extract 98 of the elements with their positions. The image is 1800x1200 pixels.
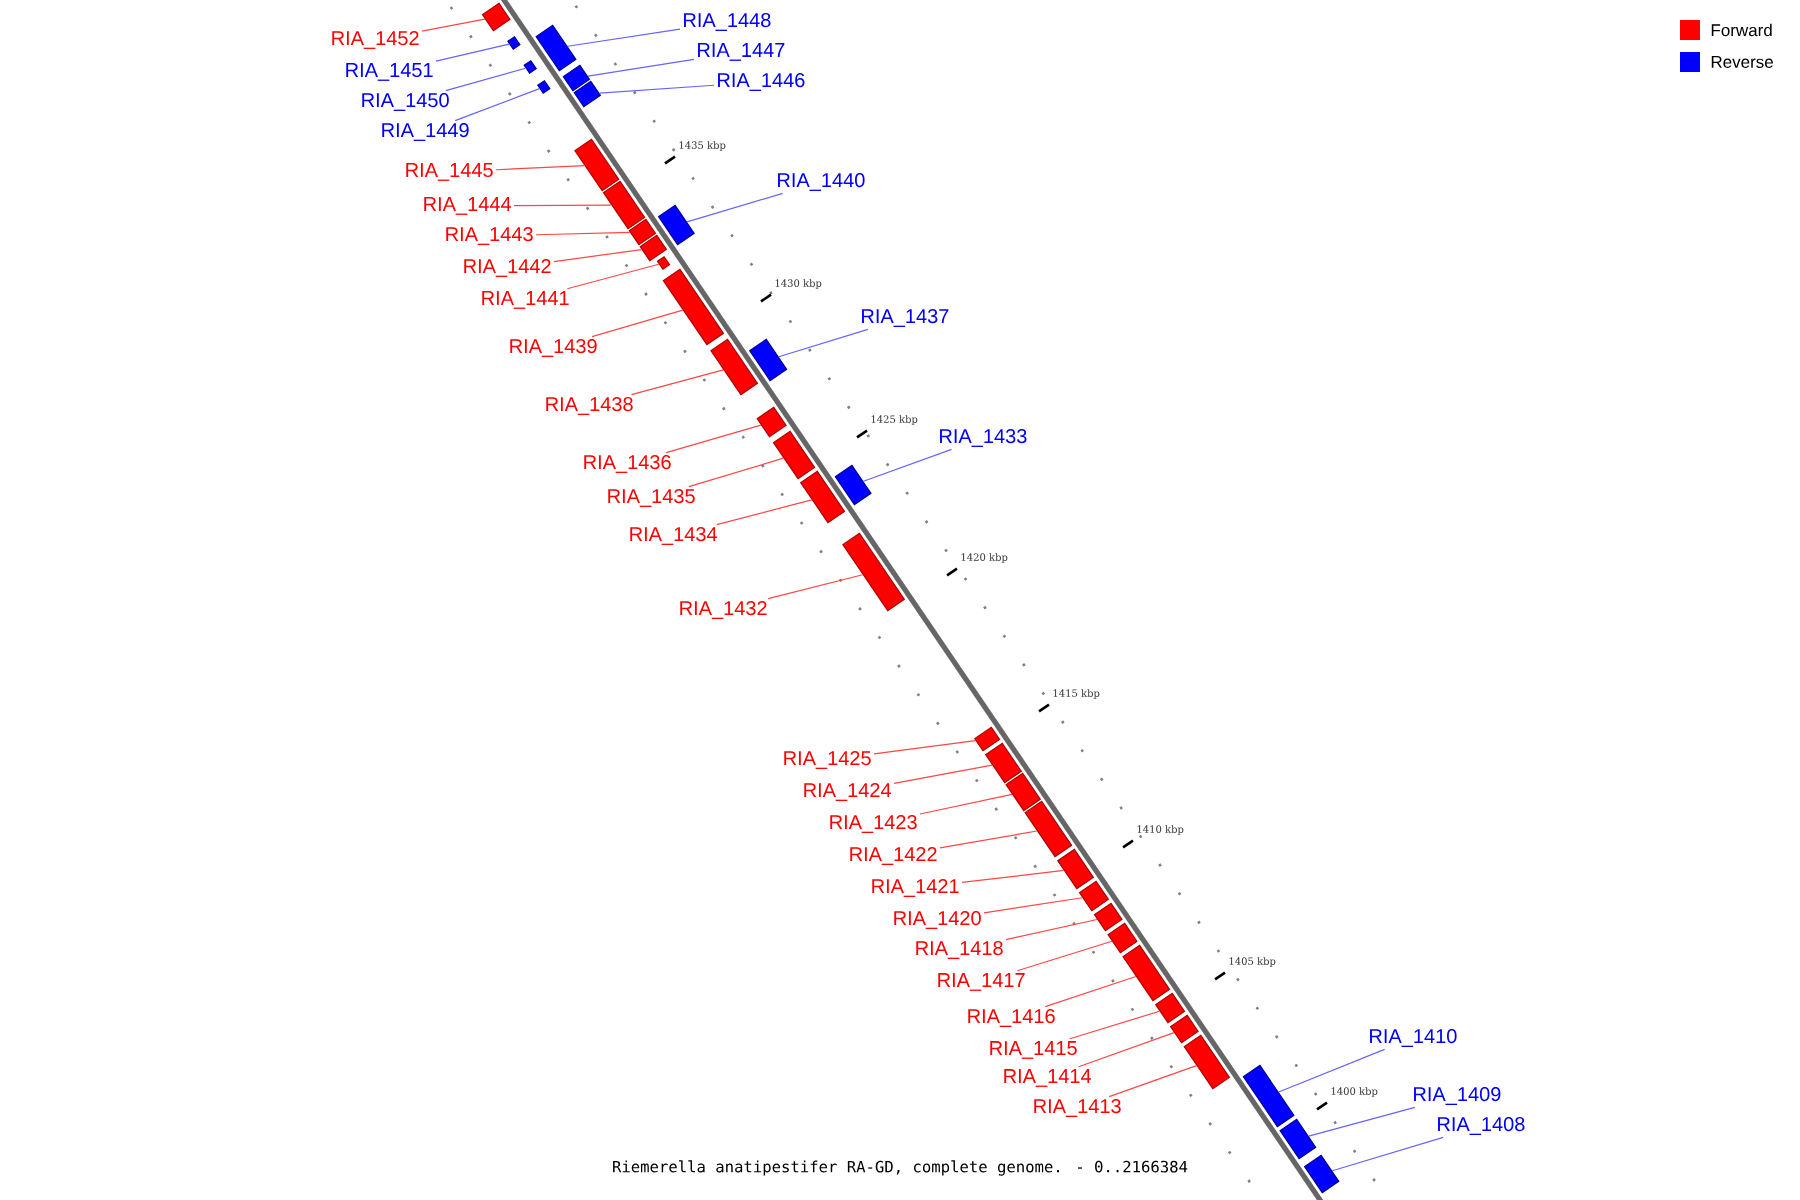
gene-label: RIA_1446 bbox=[718, 73, 805, 91]
gene-label: RIA_1414 bbox=[1004, 1069, 1091, 1087]
leader-line bbox=[567, 28, 681, 47]
gene-label: RIA_1416 bbox=[968, 1009, 1055, 1027]
leader-line bbox=[919, 793, 1013, 815]
gene-label: RIA_1409 bbox=[1414, 1087, 1501, 1105]
gene-block bbox=[1107, 922, 1138, 954]
leader-line bbox=[1005, 918, 1098, 941]
leader-line bbox=[1331, 1136, 1444, 1172]
gene-block bbox=[657, 204, 695, 246]
gene-label: RIA_1425 bbox=[784, 751, 871, 769]
leader-line bbox=[1069, 1010, 1161, 1040]
gene-label: RIA_1415 bbox=[990, 1041, 1077, 1059]
gene-label: RIA_1408 bbox=[1438, 1117, 1525, 1135]
gene-block bbox=[1169, 1014, 1199, 1044]
leader-line bbox=[862, 448, 953, 482]
leader-line bbox=[1308, 1106, 1416, 1137]
gene-block bbox=[1122, 944, 1171, 1002]
gene-label: RIA_1436 bbox=[584, 455, 671, 473]
gene-block bbox=[574, 138, 620, 192]
leader-line bbox=[767, 574, 864, 600]
gene-block bbox=[535, 24, 577, 72]
gene-block bbox=[562, 64, 591, 92]
leader-line bbox=[535, 231, 631, 236]
gene-label: RIA_1433 bbox=[940, 429, 1027, 447]
gene-label: RIA_1410 bbox=[1370, 1029, 1457, 1047]
leader-line bbox=[630, 369, 724, 396]
leader-line bbox=[1044, 975, 1137, 1008]
gene-label: RIA_1420 bbox=[894, 911, 981, 929]
gene-block bbox=[756, 406, 787, 438]
gene-block bbox=[628, 218, 657, 246]
gene-label: RIA_1449 bbox=[382, 123, 469, 141]
leader-line bbox=[421, 18, 486, 32]
gene-block bbox=[662, 268, 725, 346]
leader-line bbox=[686, 192, 784, 223]
leader-line bbox=[939, 830, 1038, 849]
leader-line bbox=[435, 43, 510, 62]
leader-line bbox=[598, 84, 715, 94]
leader-line bbox=[778, 328, 869, 358]
gene-label: RIA_1435 bbox=[608, 489, 695, 507]
gene-block bbox=[1242, 1064, 1295, 1128]
gene-label: RIA_1443 bbox=[446, 227, 533, 245]
gene-label: RIA_1438 bbox=[546, 397, 633, 415]
gene-label: RIA_1437 bbox=[862, 309, 949, 327]
gene-label: RIA_1434 bbox=[630, 527, 717, 545]
gene-label: RIA_1423 bbox=[830, 815, 917, 833]
leader-line bbox=[983, 897, 1083, 914]
gene-label: RIA_1450 bbox=[362, 93, 449, 111]
gene-label: RIA_1442 bbox=[464, 259, 551, 277]
gene-block bbox=[1303, 1154, 1340, 1194]
gene-block bbox=[481, 2, 511, 32]
gene-label: RIA_1440 bbox=[778, 173, 865, 191]
gene-block bbox=[973, 726, 1001, 752]
gene-block bbox=[748, 338, 788, 382]
leader-line bbox=[961, 869, 1065, 884]
leader-line bbox=[1078, 1032, 1175, 1068]
gene-block bbox=[799, 470, 846, 524]
gene-block bbox=[772, 430, 816, 480]
gene-label: RIA_1445 bbox=[406, 163, 493, 181]
gene-label: RIA_1417 bbox=[938, 973, 1025, 991]
gene-label: RIA_1439 bbox=[510, 339, 597, 357]
gene-label: RIA_1422 bbox=[850, 847, 937, 865]
gene-label: RIA_1413 bbox=[1034, 1099, 1121, 1117]
leader-line bbox=[1016, 940, 1113, 972]
leader-line bbox=[1278, 1048, 1386, 1093]
gene-block bbox=[834, 464, 872, 506]
gene-label: RIA_1444 bbox=[424, 197, 511, 215]
legend-label: Reverse bbox=[1711, 56, 1773, 68]
gene-block bbox=[1024, 800, 1073, 858]
leader-line bbox=[445, 67, 527, 92]
leader-line bbox=[553, 249, 643, 263]
legend-label: Forward bbox=[1711, 23, 1772, 37]
gene-label: RIA_1447 bbox=[698, 43, 785, 61]
gene-block bbox=[602, 180, 646, 230]
leader-line bbox=[587, 58, 695, 77]
leader-line bbox=[454, 88, 540, 122]
gene-label: RIA_1452 bbox=[332, 31, 419, 49]
leader-line bbox=[716, 499, 813, 526]
gene-block bbox=[1279, 1118, 1317, 1160]
gene-label: RIA_1432 bbox=[680, 601, 767, 619]
leader-line bbox=[665, 424, 762, 454]
leader-line bbox=[513, 204, 612, 207]
gene-label: RIA_1441 bbox=[482, 291, 569, 309]
gene-block bbox=[710, 338, 759, 396]
gene-label: RIA_1451 bbox=[346, 63, 433, 81]
leader-line bbox=[688, 457, 784, 488]
leader-line bbox=[873, 739, 976, 755]
gene-label: RIA_1448 bbox=[684, 13, 771, 31]
gene-label: RIA_1424 bbox=[804, 783, 891, 801]
gene-label: RIA_1421 bbox=[872, 879, 959, 897]
leader-line bbox=[566, 263, 660, 290]
gene-block bbox=[1154, 992, 1186, 1024]
gene-label: RIA_1418 bbox=[916, 941, 1003, 959]
leader-line bbox=[1108, 1065, 1198, 1098]
leader-line bbox=[893, 764, 993, 784]
leader-line bbox=[495, 165, 586, 171]
gene-block bbox=[1093, 902, 1123, 932]
leader-line bbox=[591, 309, 684, 338]
